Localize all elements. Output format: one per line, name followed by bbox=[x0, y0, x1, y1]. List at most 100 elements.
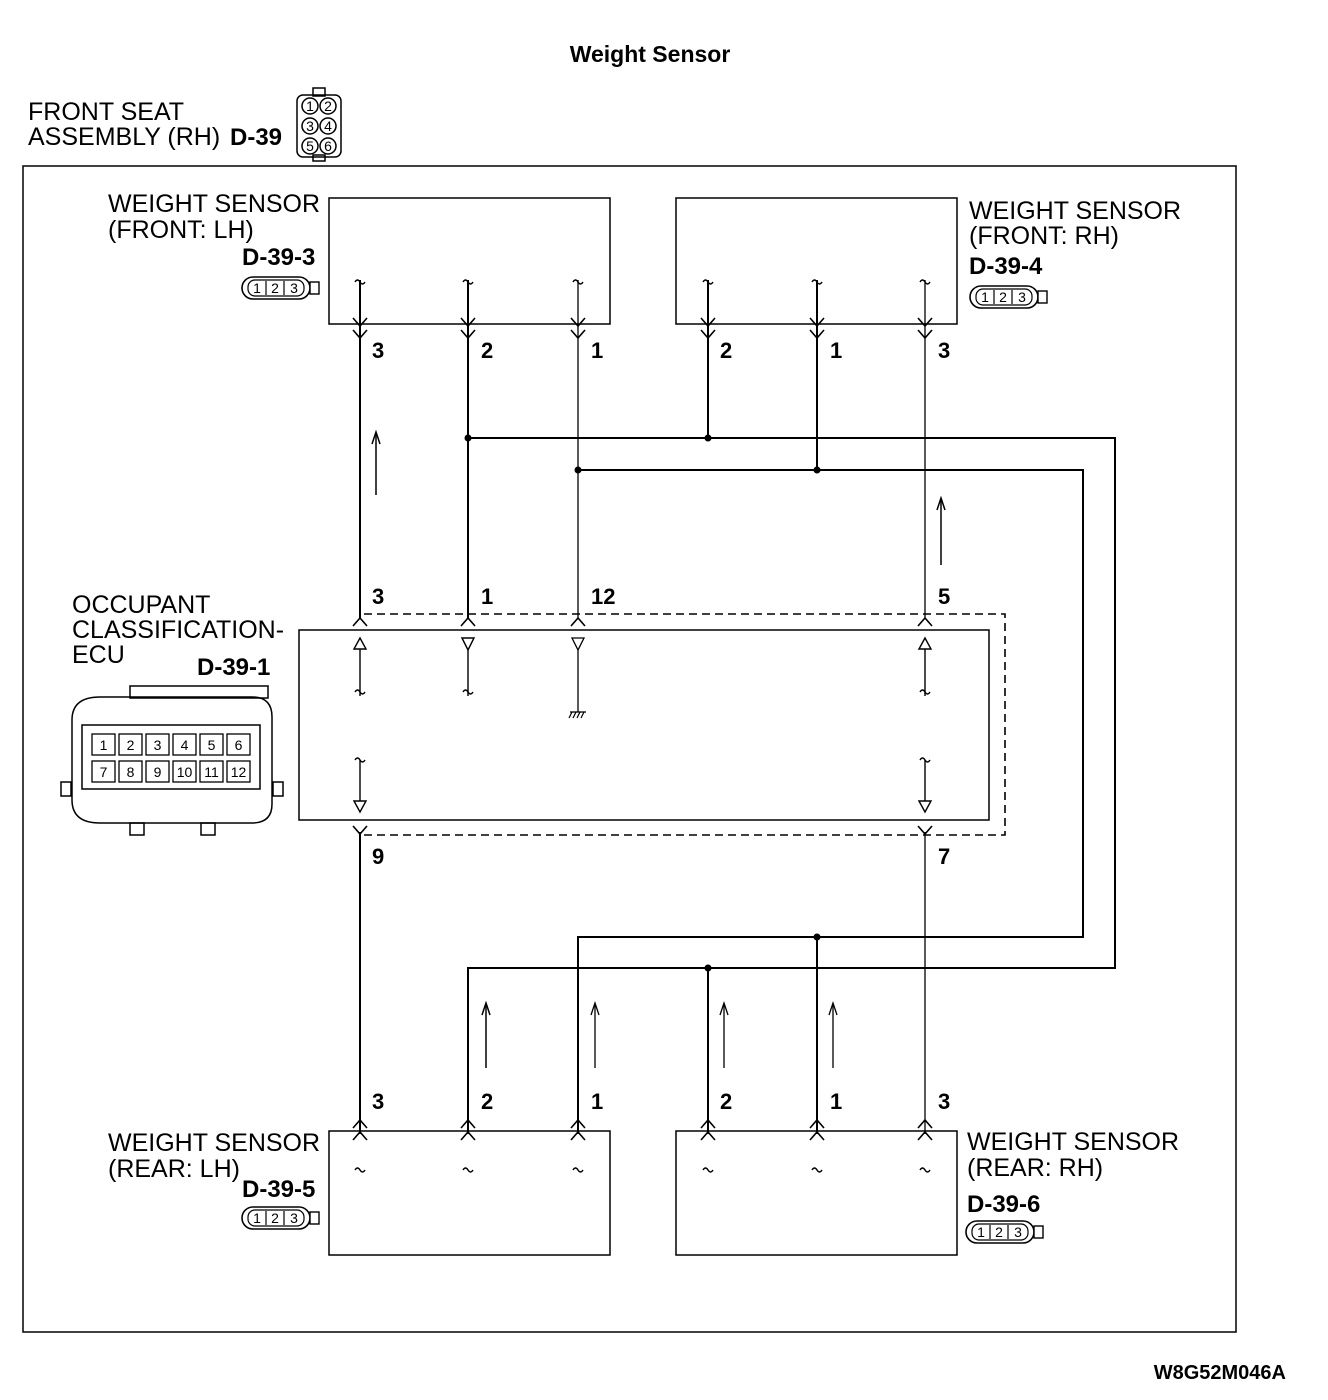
diagram-frame bbox=[22, 165, 1237, 1333]
connector-pin: 1 bbox=[253, 280, 261, 296]
rear-rh-label-line2: (REAR: RH) bbox=[967, 1154, 1103, 1182]
front-rh-label-line2: (FRONT: RH) bbox=[969, 222, 1119, 250]
ecu-terminal-marks bbox=[352, 617, 933, 835]
ecu-connector-pin: 1 bbox=[100, 737, 108, 753]
front-lh-label-line1: WEIGHT SENSOR bbox=[108, 190, 320, 218]
connector-pin: 2 bbox=[999, 289, 1007, 305]
connector-pin: 2 bbox=[271, 1210, 279, 1226]
front-lh-connector-icon: 1 2 3 bbox=[241, 276, 320, 300]
ecu-connector-cell bbox=[145, 733, 170, 756]
assembly-connector-icon: 1 2 3 4 5 6 bbox=[296, 87, 342, 162]
ecu-connector-cell bbox=[199, 733, 224, 756]
front-lh-pin: 1 bbox=[591, 338, 603, 363]
connector-pin: 3 bbox=[290, 1210, 298, 1226]
ecu-connector-pin: 6 bbox=[235, 737, 243, 753]
connector-pin: 1 bbox=[977, 1224, 985, 1240]
front-lh-code: D-39-3 bbox=[242, 244, 315, 271]
rear-lh-label-line1: WEIGHT SENSOR bbox=[108, 1129, 320, 1157]
connector-pin: 2 bbox=[271, 280, 279, 296]
ecu-connector-pin: 2 bbox=[127, 737, 135, 753]
diagram-title: Weight Sensor bbox=[570, 41, 731, 67]
ecu-connector-cell bbox=[172, 760, 197, 783]
ecu-top-pin: 3 bbox=[372, 584, 384, 609]
rear-rh-pin: 1 bbox=[830, 1089, 842, 1114]
wires bbox=[359, 280, 1116, 1134]
front-lh-pin: 3 bbox=[372, 338, 384, 363]
ecu-bottom-pin: 7 bbox=[938, 844, 950, 869]
ecu-connector-pin: 11 bbox=[204, 764, 219, 780]
assembly-pin: 4 bbox=[324, 118, 332, 134]
rear-rh-label-line1: WEIGHT SENSOR bbox=[967, 1128, 1179, 1156]
ecu-connector-pin: 9 bbox=[154, 764, 162, 780]
rear-lh-pin: 1 bbox=[591, 1089, 603, 1114]
assembly-label-line2: ASSEMBLY (RH) bbox=[28, 123, 220, 151]
assembly-pin: 2 bbox=[324, 98, 332, 114]
ecu-connector-icon bbox=[60, 685, 284, 836]
front-lh-label-line2: (FRONT: LH) bbox=[108, 216, 254, 244]
front-rh-pin: 2 bbox=[720, 338, 732, 363]
connector-pin: 1 bbox=[253, 1210, 261, 1226]
ecu-connector-cell bbox=[118, 760, 143, 783]
front-rh-label-line1: WEIGHT SENSOR bbox=[969, 197, 1181, 225]
assembly-pin: 1 bbox=[306, 98, 314, 114]
front-lh-sensor-box bbox=[328, 197, 611, 325]
connector-pin: 1 bbox=[981, 289, 989, 305]
ecu-connector-cell bbox=[91, 733, 116, 756]
rear-rh-pin: 2 bbox=[720, 1089, 732, 1114]
assembly-pin: 6 bbox=[324, 138, 332, 154]
ecu-connector-pin: 10 bbox=[177, 764, 193, 780]
rear-rh-code: D-39-6 bbox=[967, 1191, 1040, 1218]
ecu-connector-cell bbox=[226, 733, 251, 756]
connector-pin: 3 bbox=[1014, 1224, 1022, 1240]
rear-lh-pin: 2 bbox=[481, 1089, 493, 1114]
rear-lh-code: D-39-5 bbox=[242, 1176, 315, 1203]
ecu-connector-cell bbox=[145, 760, 170, 783]
ecu-bottom-pin: 9 bbox=[372, 844, 384, 869]
rear-lh-pin: 3 bbox=[372, 1089, 384, 1114]
ecu-connector-pin: 5 bbox=[208, 737, 216, 753]
front-terminal-marks bbox=[352, 279, 933, 339]
assembly-code: D-39 bbox=[230, 124, 282, 151]
ecu-label-line2: CLASSIFICATION- bbox=[72, 616, 284, 644]
front-rh-pin: 3 bbox=[938, 338, 950, 363]
ecu-top-pin: 12 bbox=[591, 584, 615, 609]
ecu-connector-cell bbox=[118, 733, 143, 756]
rear-lh-sensor-box bbox=[328, 1130, 611, 1256]
assembly-label-line1: FRONT SEAT bbox=[28, 98, 184, 126]
ecu-connector-cell bbox=[199, 760, 224, 783]
ecu-connector-cell bbox=[91, 760, 116, 783]
rear-rh-pin: 3 bbox=[938, 1089, 950, 1114]
connector-pin: 3 bbox=[290, 280, 298, 296]
ecu-connector-pin: 7 bbox=[100, 764, 108, 780]
connector-pin: 3 bbox=[1018, 289, 1026, 305]
rear-lh-label-line2: (REAR: LH) bbox=[108, 1155, 240, 1183]
signal-arrows bbox=[371, 429, 946, 1068]
front-rh-code: D-39-4 bbox=[969, 253, 1043, 280]
front-lh-pin: 2 bbox=[481, 338, 493, 363]
rear-rh-connector-icon: 1 2 3 bbox=[965, 1220, 1044, 1244]
rear-rh-sensor-box bbox=[675, 1130, 958, 1256]
connector-pin: 2 bbox=[995, 1224, 1003, 1240]
ecu-top-pin: 1 bbox=[481, 584, 493, 609]
ecu-label-line1: OCCUPANT bbox=[72, 591, 210, 619]
ecu-connector-cell bbox=[172, 733, 197, 756]
ecu-connector-pin: 3 bbox=[154, 737, 162, 753]
ecu-dashed-outline bbox=[364, 613, 1006, 836]
front-rh-connector-icon: 1 2 3 bbox=[969, 285, 1048, 309]
assembly-pin: 5 bbox=[306, 138, 314, 154]
assembly-pin: 3 bbox=[306, 118, 314, 134]
ecu-label-line3: ECU bbox=[72, 641, 125, 669]
ecu-top-pin: 5 bbox=[938, 584, 950, 609]
ecu-code: D-39-1 bbox=[197, 654, 270, 681]
ecu-box bbox=[298, 629, 990, 821]
ecu-connector-pin: 4 bbox=[181, 737, 189, 753]
ecu-connector-pin: 12 bbox=[231, 764, 247, 780]
front-rh-pin: 1 bbox=[830, 338, 842, 363]
ecu-connector-pin: 8 bbox=[127, 764, 135, 780]
ecu-connector-cell bbox=[226, 760, 251, 783]
figure-id: W8G52M046A bbox=[1154, 1362, 1286, 1384]
rear-terminal-marks bbox=[352, 1119, 933, 1173]
rear-lh-connector-icon: 1 2 3 bbox=[241, 1206, 320, 1230]
